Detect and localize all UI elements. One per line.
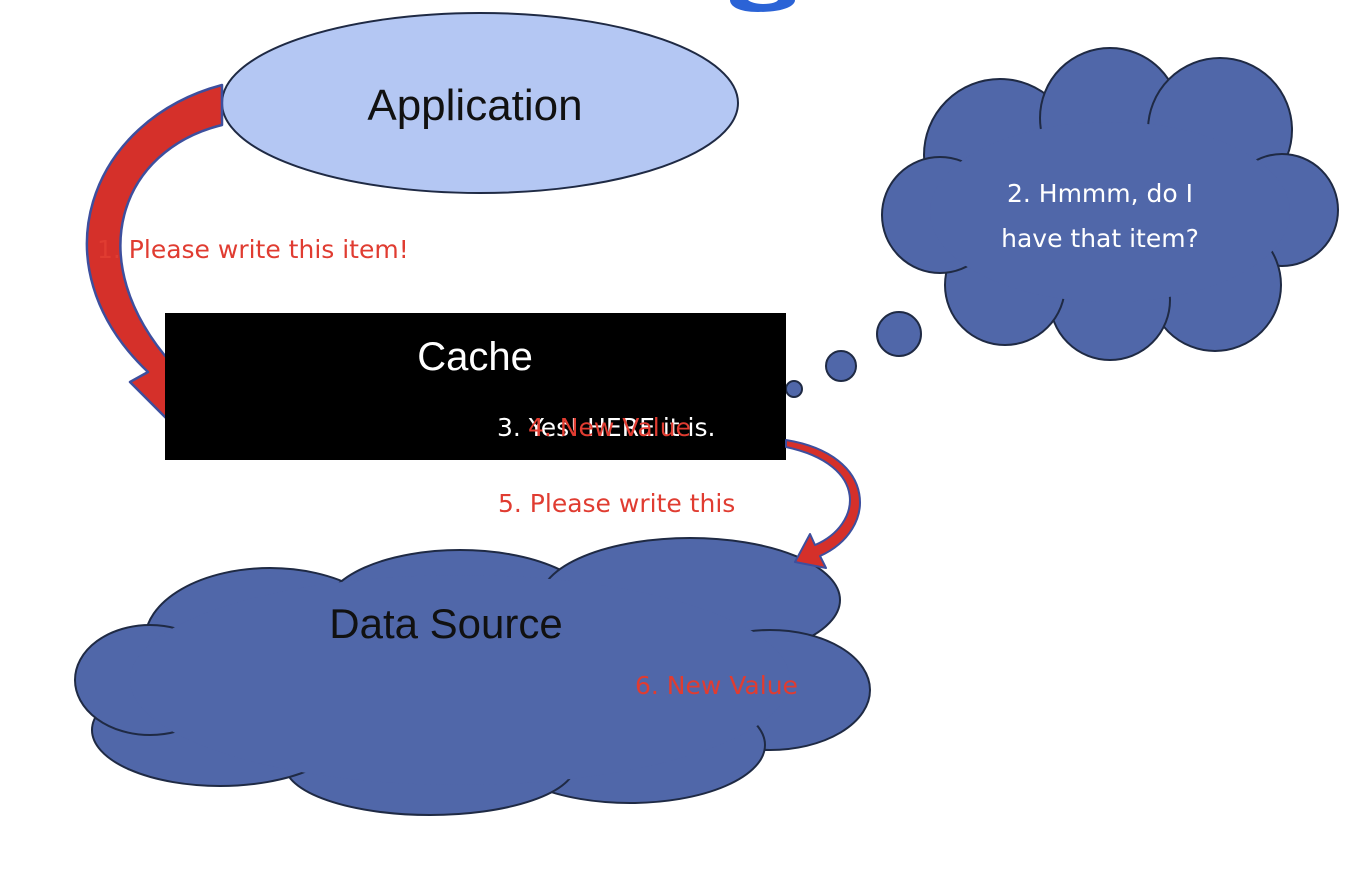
thought-bubbles	[785, 311, 922, 398]
cache-label: Cache	[417, 335, 533, 379]
thought-cloud-node: 2. Hmmm, do I have that item?	[881, 47, 1339, 361]
write-request-arrow	[85, 83, 224, 432]
cache-box	[165, 313, 786, 460]
application-node: Application	[221, 12, 739, 194]
cache-node: Cache	[165, 313, 786, 460]
step-6-label: 6. New Value	[635, 671, 798, 700]
write-through-arrow	[785, 439, 861, 569]
application-label: Application	[367, 81, 582, 130]
title-fragment	[730, 0, 795, 12]
thought-bubble-small	[785, 380, 803, 398]
data-source-label: Data Source	[329, 600, 562, 647]
thought-line-2: have that item?	[1001, 224, 1199, 253]
data-source-node: Data Source	[74, 537, 871, 816]
step-3-label: 3. Yes! HERE it is.	[497, 413, 715, 442]
step-5-label: 5. Please write this	[498, 489, 735, 518]
thought-line-1: 2. Hmmm, do I	[1007, 179, 1193, 208]
step-1-label: 1. Please write this item!	[97, 235, 409, 264]
thought-bubble-large	[876, 311, 922, 357]
thought-bubble-medium	[825, 350, 857, 382]
step-4-label: 4. New Value	[528, 413, 691, 442]
